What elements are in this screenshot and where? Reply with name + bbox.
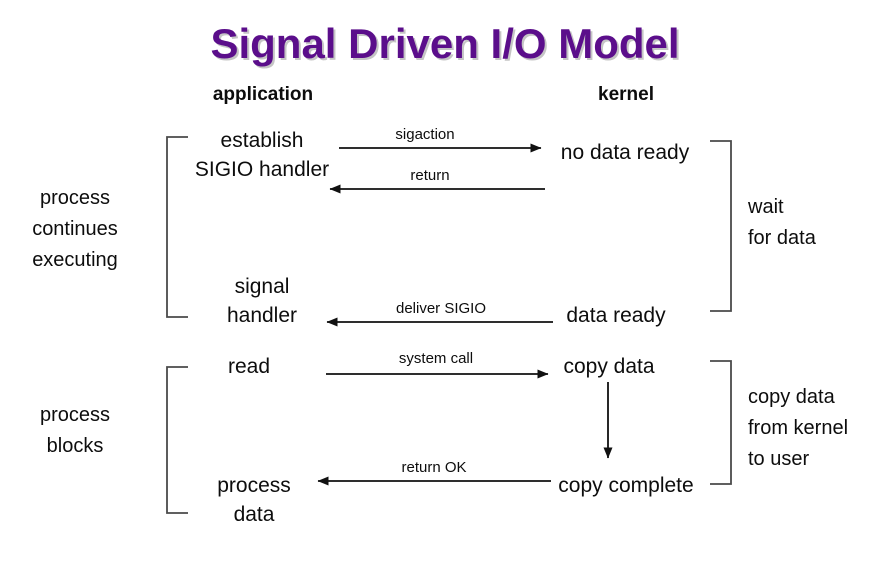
side-label-line: process: [39, 404, 111, 426]
node-line: signal: [234, 275, 290, 298]
bracket-process-blocks: [166, 366, 188, 514]
side-label-line: from kernel: [748, 417, 849, 439]
arrow-label-sigaction: sigaction: [395, 126, 455, 143]
column-header-kernel: kernel: [598, 84, 654, 105]
node-line: data: [233, 503, 275, 526]
node-no-data-ready: no data ready: [561, 138, 689, 167]
node-copy-complete: copy complete: [558, 471, 693, 500]
side-label-line: blocks: [46, 435, 104, 457]
arrow-label-return-ok: return OK: [401, 459, 467, 476]
side-label-process-blocks: process blocks: [40, 400, 110, 462]
side-label-copy-data-from-kernel-to-user: copy data from kernel to user: [748, 382, 848, 475]
bracket-copy-data-from-kernel-to-user: [710, 360, 732, 485]
page-title: Signal Driven I/O Model: [210, 20, 680, 67]
node-process-data: process data: [217, 471, 291, 529]
node-line: handler: [226, 304, 298, 327]
node-line: process: [217, 474, 291, 497]
side-label-line: process: [39, 187, 111, 209]
side-label-line: to user: [748, 448, 810, 470]
side-label-wait-for-data: wait for data: [748, 192, 816, 254]
side-label-line: continues: [32, 218, 118, 240]
side-label-line: wait: [748, 196, 784, 218]
node-data-ready: data ready: [566, 301, 665, 330]
arrow-label-deliver-sigio: deliver SIGIO: [395, 300, 487, 317]
node-signal-handler: signal handler: [227, 272, 297, 330]
side-label-process-continues-executing: process continues executing: [32, 183, 118, 276]
side-label-line: copy data: [748, 386, 835, 408]
node-line: copy data: [563, 355, 655, 378]
node-line: data ready: [566, 304, 666, 327]
node-line: SIGIO handler: [194, 158, 330, 181]
node-line: copy complete: [558, 474, 694, 497]
node-line: read: [227, 355, 271, 378]
bracket-process-continues-executing: [166, 136, 188, 318]
node-line: establish: [220, 129, 304, 152]
node-read: read: [228, 352, 270, 381]
arrow-label-return: return: [410, 167, 450, 184]
node-copy-data: copy data: [563, 352, 654, 381]
arrow-label-system-call: system call: [398, 350, 474, 367]
node-establish-sigio-handler: establish SIGIO handler: [195, 126, 329, 184]
node-line: no data ready: [560, 141, 690, 164]
side-label-line: executing: [32, 249, 118, 271]
bracket-wait-for-data: [710, 140, 732, 312]
column-header-application: application: [212, 84, 314, 105]
side-label-line: for data: [748, 227, 816, 249]
